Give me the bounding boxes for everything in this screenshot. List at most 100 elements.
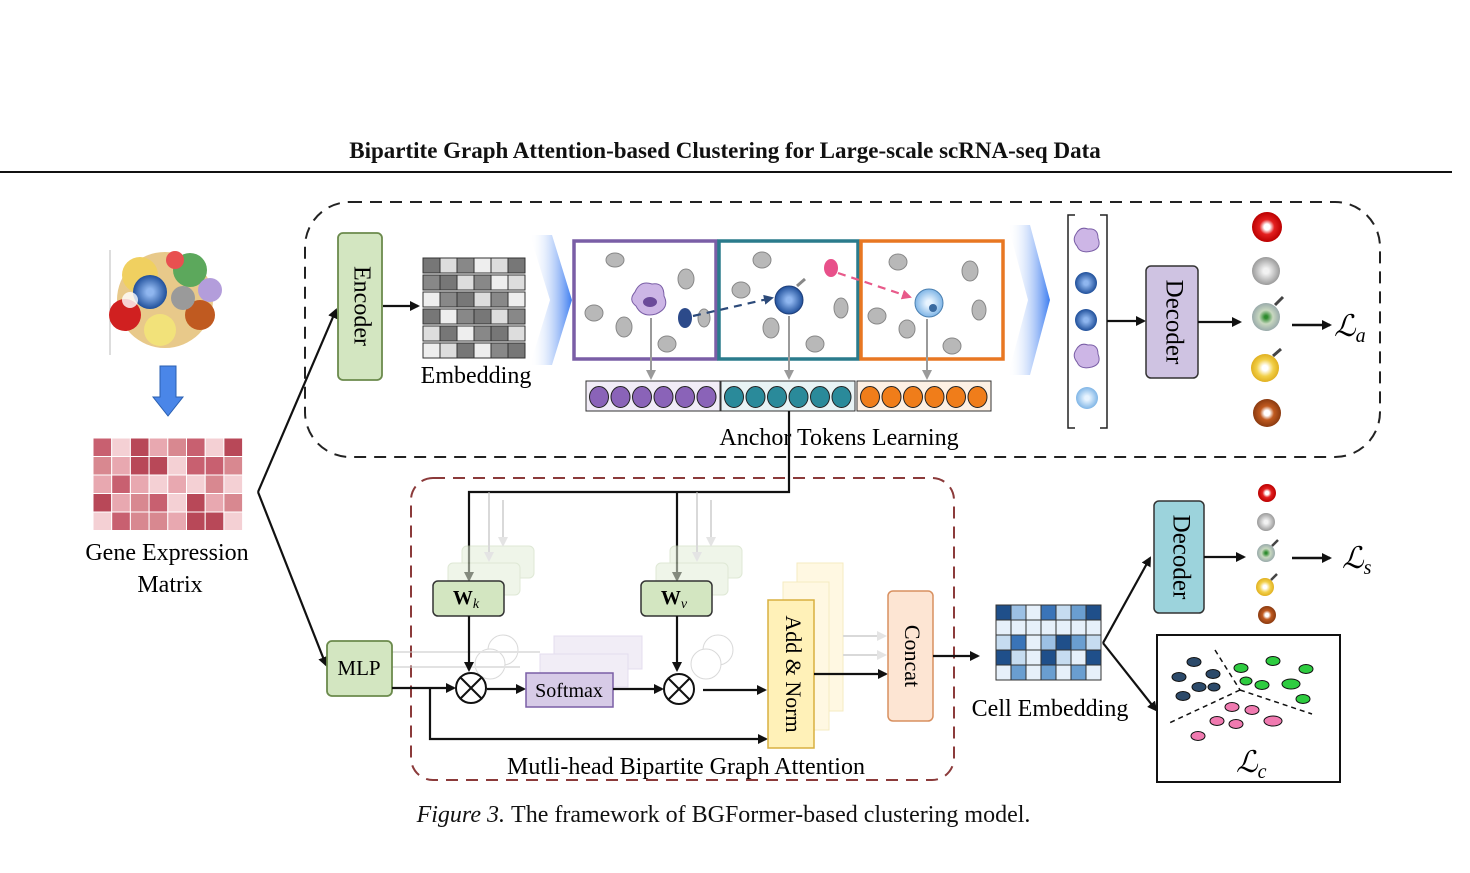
cell-embedding-cell [1085,604,1102,621]
embedding-cell [456,274,475,291]
arrow-to-decoder-bottom [1102,556,1151,644]
decoder-bottom-label: Decoder [1167,515,1194,600]
anchor-token [967,386,988,408]
anchor-token [946,386,966,408]
gene-matrix-cell [129,456,150,476]
embedding-cell [490,342,509,359]
wv-block: Wv [640,580,713,617]
embedding-cell [473,274,492,291]
embedding-cell [456,308,475,325]
flow-chevron-right [1008,225,1050,375]
anchor-cell-lightblue-icon [914,288,944,318]
residual-arrow [428,688,768,744]
gene-matrix-cell [92,474,113,494]
gene-matrix-cell [111,493,131,513]
embedding-cell [490,308,509,325]
gene-matrix-cell [223,511,244,531]
header-rule [0,171,1452,173]
multiply-node-2 [663,673,695,705]
token-to-attention-line [464,411,791,582]
cell-embedding-cell [1025,634,1042,651]
gene-matrix-cell [111,474,131,494]
multiply-node-1 [455,672,487,704]
gene-expression-matrix [92,437,244,531]
decoder-bottom-block: Decoder [1153,500,1205,614]
embedding-cell [473,257,492,274]
anchor-token [610,386,631,408]
gene-matrix-cell [186,474,206,494]
cell-embedding-cell [1070,604,1087,621]
embedding-cell [507,342,526,359]
gene-matrix-cell [129,493,150,513]
gene-matrix-cell [167,474,188,494]
gene-matrix-cell [186,511,206,531]
cell-embedding-cell [995,619,1012,636]
cell-embedding-cell [995,664,1012,681]
gene-matrix-cell [92,456,113,476]
arrow-to-mlp [256,491,328,667]
decoder-top-block: Decoder [1145,265,1199,379]
cell-embedding-cell [1055,664,1072,681]
cell-embedding-cell [1040,634,1057,651]
embedding-cell [507,257,526,274]
anchor-token [767,386,787,408]
arrow-to-cluster-plot [1102,642,1158,712]
anchor-token [903,386,923,408]
cell-embedding-cell [1070,649,1087,666]
gene-matrix-cell [148,511,169,531]
cluster-plot: ℒc [1156,634,1341,783]
embedding-cell [456,342,475,359]
decoded-cells-bottom [1256,484,1279,624]
embedding-cell [422,308,441,325]
gene-matrix-cell [204,437,225,457]
cell-embedding-label: Cell Embedding [972,696,1129,722]
add-norm-label: Add & Norm [781,615,806,732]
concat-block: Concat [887,590,934,722]
gene-matrix-cell [129,474,150,494]
embedding-cell [507,325,526,342]
gene-matrix-cell [111,437,131,457]
anchor-token [696,386,717,408]
embedding-cell [439,274,458,291]
flow-chevron-left [530,235,572,365]
embedding-cell [439,342,458,359]
down-arrow-icon [151,365,185,417]
figure-caption: Figure 3. The framework of BGFormer-base… [0,802,1447,829]
anchor-cell-blue-icon [774,277,806,315]
gene-matrix-cell [148,437,169,457]
embedding-cell [473,325,492,342]
cell-embedding-cell [1055,634,1072,651]
gene-matrix-cell [204,474,225,494]
anchor-token [831,386,852,408]
cell-embedding-cell [1025,649,1042,666]
embedding-cell [473,342,492,359]
softmax-label: Softmax [535,680,603,702]
cell-embedding-cell [1055,619,1072,636]
embedding-cell [422,257,441,274]
cell-embedding-cell [1070,634,1087,651]
anchor-token [924,386,945,408]
cell-embedding-cell [1085,649,1102,666]
anchor-token [810,386,830,408]
embedding-cell [456,325,475,342]
gene-matrix-cell [129,511,150,531]
embedding-cell [490,257,509,274]
gene-matrix-cell [186,456,206,476]
embedding-cell [507,291,526,308]
cell-embedding-grid [995,604,1102,681]
framework-diagram: Encoder Embedding [85,201,1381,783]
gene-matrix-cell [167,437,188,457]
anchor-token [788,386,809,408]
gene-expression-label: Gene Expression Matrix [85,540,254,598]
anchor-token [653,386,674,408]
anchor-token-rows [585,380,992,412]
gene-matrix-cell [204,511,225,531]
cell-embedding-cell [1025,664,1042,681]
gene-matrix-cell [204,493,225,513]
gene-matrix-cell [92,511,113,531]
embedding-cell [422,291,441,308]
gene-matrix-cell [167,456,188,476]
embedding-cell [456,257,475,274]
caption-figure-label: Figure 3. [416,802,506,828]
gene-matrix-cell [223,456,244,476]
